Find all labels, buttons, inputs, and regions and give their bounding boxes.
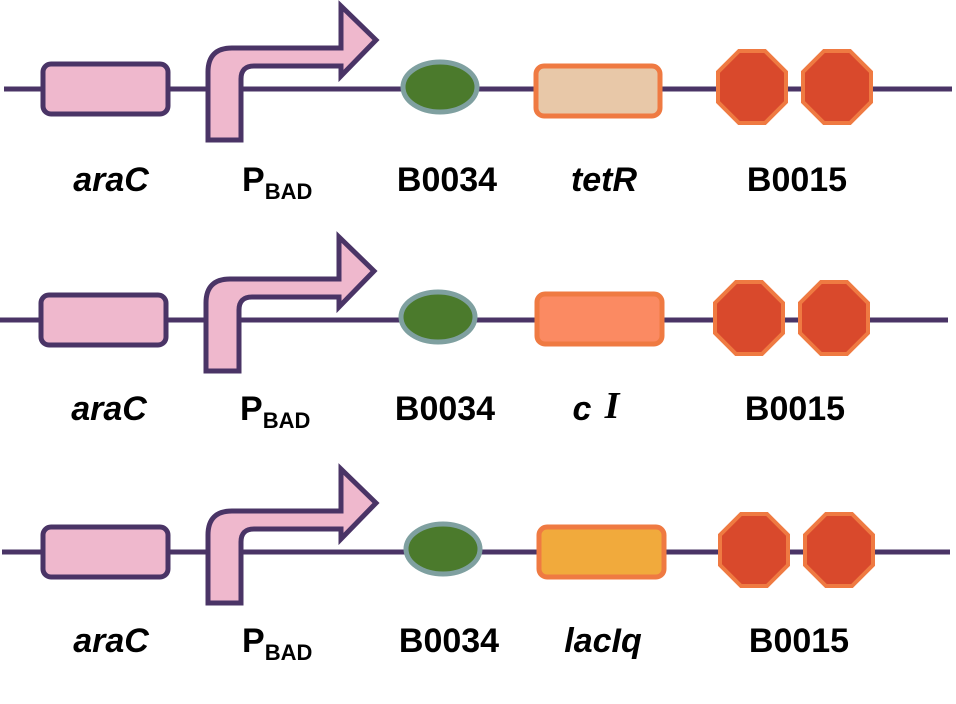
b0034-rbs [403,521,483,577]
b0015-terminator-2 [801,49,873,125]
b0034-rbs [398,289,478,345]
pbad-promoter-arrow [205,463,380,606]
arac-gene-box [40,524,171,580]
pbad-promoter-arrow [205,0,380,143]
label-pbad-main: P [242,622,265,660]
laciq-gene-box [536,524,667,580]
label-pbad-sub: BAD [265,640,313,665]
label-arac: araC [73,622,149,660]
arac-gene-box [40,61,171,117]
label-pbad: PBAD [242,161,312,204]
label-pbad-main: P [242,161,265,199]
label-ci-prefix: c [573,390,592,428]
construct-1: araC PBAD B0034 tetR B0015 [4,0,952,204]
label-pbad: PBAD [242,622,312,665]
label-b0034: B0034 [397,161,497,199]
label-arac: araC [71,390,147,428]
b0015-terminator-1 [716,49,788,125]
label-pbad-sub: BAD [263,408,311,433]
b0015-terminator-2 [803,512,875,588]
pbad-promoter-arrow [203,231,378,374]
label-pbad: PBAD [240,390,310,433]
label-pbad-main: P [240,390,263,428]
arac-gene-box [38,292,169,348]
b0015-terminator-1 [718,512,790,588]
ci-gene-box [534,291,665,347]
b0034-rbs [400,59,480,115]
label-b0015: B0015 [745,390,845,428]
label-arac: araC [73,161,149,199]
label-b0034: B0034 [395,390,495,428]
b0015-terminator-1 [713,280,785,356]
label-pbad-sub: BAD [265,179,313,204]
b0015-terminator-2 [798,280,870,356]
label-laciq: lacIq [564,622,642,660]
tetr-gene-box [533,63,663,119]
label-tetr: tetR [571,161,638,199]
construct-3: araC PBAD B0034 lacIq B0015 [2,463,950,665]
label-b0015: B0015 [747,161,847,199]
label-ci-suffix: I [604,385,621,427]
construct-2: araC PBAD B0034 c I B0015 [0,231,948,433]
label-b0015: B0015 [749,622,849,660]
label-b0034: B0034 [399,622,499,660]
